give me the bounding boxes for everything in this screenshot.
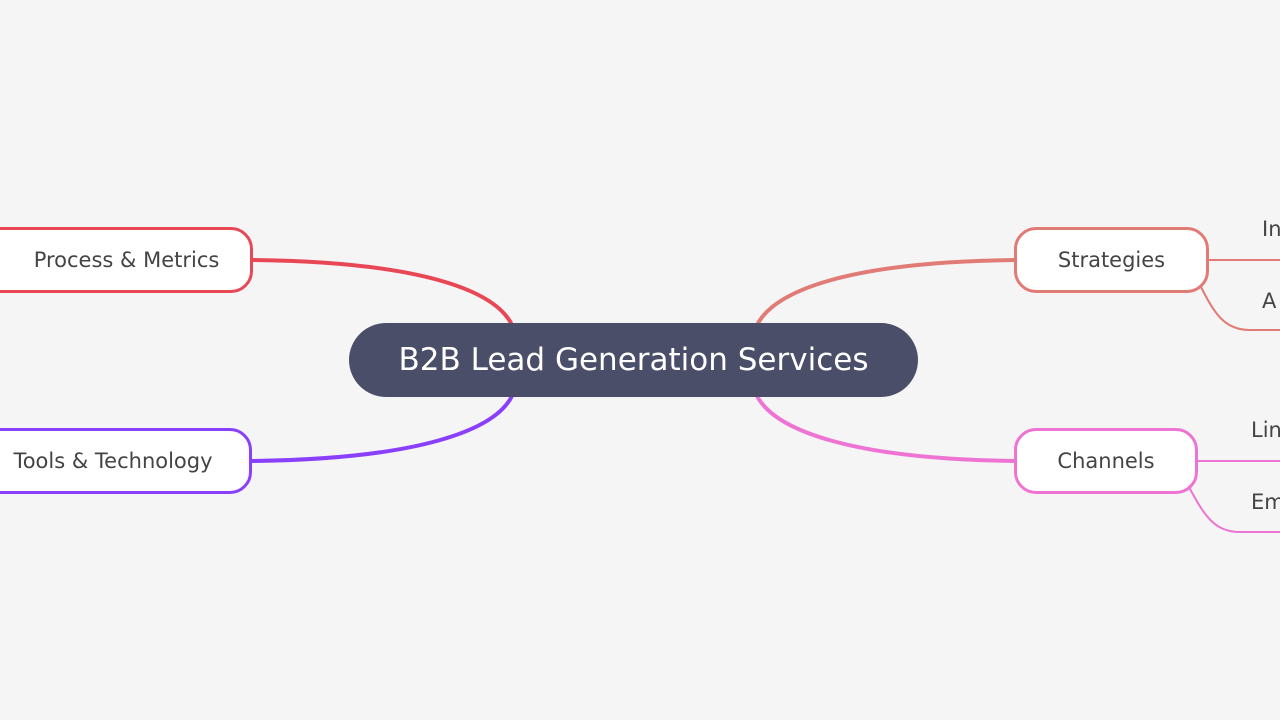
branch-tools-technology[interactable]: Tools & Technology bbox=[0, 428, 252, 494]
branch-process-metrics[interactable]: Process & Metrics bbox=[0, 227, 253, 293]
branch-channels[interactable]: Channels bbox=[1014, 428, 1198, 494]
leaf-channels-2[interactable]: Em bbox=[1251, 490, 1280, 514]
edge-channels bbox=[755, 395, 1016, 463]
central-topic[interactable]: B2B Lead Generation Services bbox=[349, 323, 918, 397]
central-topic-label: B2B Lead Generation Services bbox=[398, 342, 869, 378]
leaf-strategies-2[interactable]: A bbox=[1262, 289, 1277, 313]
branch-label: Process & Metrics bbox=[33, 248, 220, 272]
edge-channels-child-2 bbox=[1188, 486, 1280, 533]
branch-label: Tools & Technology bbox=[13, 449, 213, 473]
edge-tools-technology bbox=[250, 395, 514, 463]
leaf-strategies-1[interactable]: In bbox=[1262, 217, 1280, 241]
edge-strategies-child-2 bbox=[1199, 284, 1280, 331]
leaf-channels-1[interactable]: Lin bbox=[1251, 418, 1280, 442]
edge-process-metrics bbox=[252, 258, 514, 326]
branch-label: Channels bbox=[1057, 449, 1155, 473]
branch-strategies[interactable]: Strategies bbox=[1014, 227, 1209, 293]
branch-label: Strategies bbox=[1057, 248, 1166, 272]
edge-strategies bbox=[755, 258, 1016, 326]
